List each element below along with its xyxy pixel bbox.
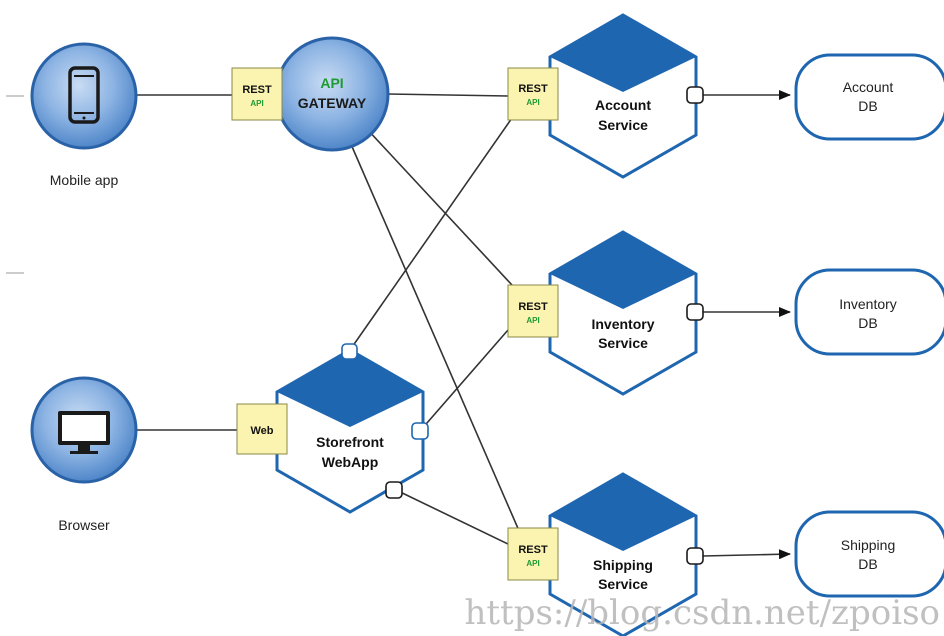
inventory-db-node: Inventory DB xyxy=(794,268,944,356)
account-service-node: Account Service xyxy=(548,13,704,179)
shipping-service-line2: Service xyxy=(598,576,648,592)
api-gateway-line2: GATEWAY xyxy=(298,95,367,111)
mobile-app-label: Mobile app xyxy=(50,172,119,188)
connections xyxy=(136,90,791,560)
shipping-service-port xyxy=(686,547,704,565)
inventory-db-line2: DB xyxy=(858,315,877,331)
line-gateway-to-inventory xyxy=(365,127,513,286)
shipping-db-line2: DB xyxy=(858,556,877,572)
line-storefront-to-shipping xyxy=(393,488,511,546)
arrow-shipping-to-db xyxy=(702,549,791,560)
api-gateway-circle xyxy=(274,36,390,152)
mobile-app-circle xyxy=(30,42,138,150)
inventory-service-cap xyxy=(550,232,696,309)
storefront-webapp-node: Storefront WebApp xyxy=(275,343,429,514)
account-db-shape xyxy=(794,53,944,141)
account-service-cap xyxy=(550,15,696,92)
api-gateway-line1: API xyxy=(320,75,343,91)
inventory-service-port xyxy=(686,303,704,321)
badge-api-label: API xyxy=(526,559,539,568)
mobile-phone-icon xyxy=(68,66,100,124)
badge-rest-label: REST xyxy=(518,301,548,313)
storefront-top-port xyxy=(341,343,358,360)
badge-rest-label: REST xyxy=(242,84,272,96)
badge-rest-label: REST xyxy=(518,544,548,556)
inventory-service-node: Inventory Service xyxy=(548,230,704,396)
shipping-db-shape xyxy=(794,510,944,598)
line-storefront-to-inventory xyxy=(419,329,509,432)
badge-api-label: API xyxy=(526,316,539,325)
account-db-node: Account DB xyxy=(794,53,944,141)
shipping-rest-badge: REST API xyxy=(507,527,559,581)
storefront-line2: WebApp xyxy=(322,454,379,470)
shipping-service-cap xyxy=(550,474,696,551)
line-gateway-to-account xyxy=(387,93,509,97)
storefront-right-port xyxy=(411,422,429,440)
storefront-web-badge: Web xyxy=(236,403,288,455)
badge-web-label: Web xyxy=(250,425,273,437)
badge-api-label: API xyxy=(250,99,263,108)
inventory-db-line1: Inventory xyxy=(839,296,897,312)
account-service-line1: Account xyxy=(595,97,651,113)
inventory-service-line1: Inventory xyxy=(591,316,654,332)
account-service-line2: Service xyxy=(598,117,648,133)
shipping-db-node: Shipping DB xyxy=(794,510,944,598)
inventory-rest-badge: REST API xyxy=(507,284,559,338)
line-gateway-to-shipping xyxy=(349,141,521,534)
desktop-monitor-icon xyxy=(58,411,110,454)
shipping-db-line1: Shipping xyxy=(841,537,896,553)
shipping-service-line1: Shipping xyxy=(593,557,653,573)
watermark-text: https://blog.csdn.net/zpoiso xyxy=(464,593,940,633)
mobile-app-node xyxy=(30,42,138,150)
api-gateway-node: API GATEWAY xyxy=(274,36,390,152)
account-db-line1: Account xyxy=(843,79,894,95)
badge-api-label: API xyxy=(526,98,539,107)
gateway-rest-badge: REST API xyxy=(231,67,283,121)
account-db-line2: DB xyxy=(858,98,877,114)
line-storefront-to-account xyxy=(349,117,513,351)
browser-node xyxy=(30,376,138,484)
inventory-service-line2: Service xyxy=(598,335,648,351)
shipping-service-node: Shipping Service xyxy=(548,472,704,636)
inventory-db-shape xyxy=(794,268,944,356)
account-service-port xyxy=(686,86,704,104)
browser-label: Browser xyxy=(58,517,110,533)
storefront-line1: Storefront xyxy=(316,434,384,450)
storefront-cap xyxy=(277,350,423,427)
badge-rest-label: REST xyxy=(518,83,548,95)
storefront-bottom-port xyxy=(385,481,403,499)
account-rest-badge: REST API xyxy=(507,67,559,121)
